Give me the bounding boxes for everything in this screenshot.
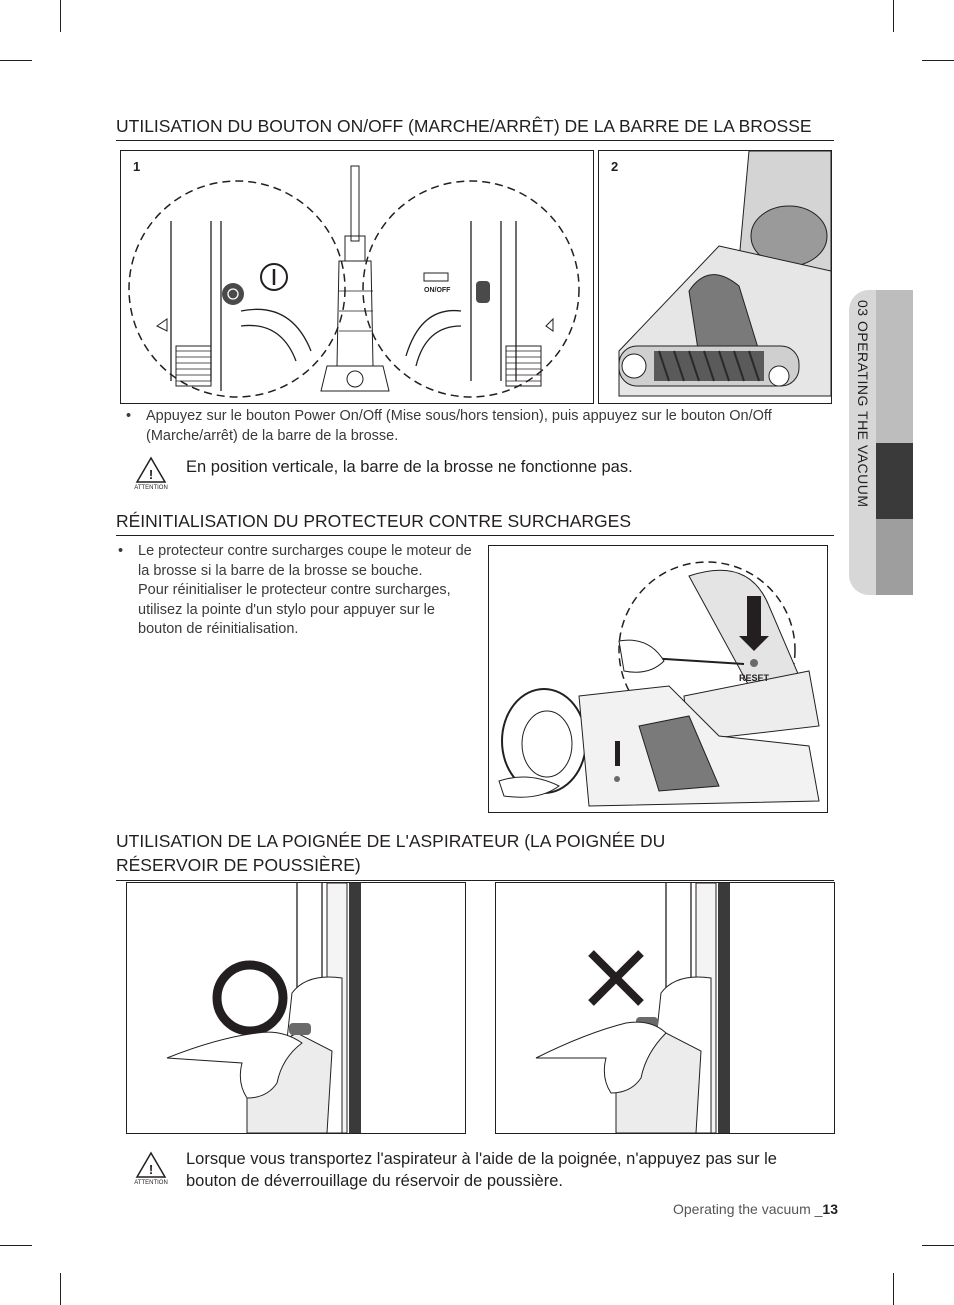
bullet-reset: • Le protecteur contre surcharges coupe … [118, 542, 478, 640]
footer-text: Operating the vacuum _ [673, 1201, 823, 1217]
svg-text:!: ! [149, 467, 153, 482]
handle-correct-illustration [166, 883, 361, 1133]
bullet-text-2: Pour réinitialiser le protecteur contre … [138, 582, 451, 637]
warning-text-onoff: En position verticale, la barre de la br… [186, 458, 633, 476]
reset-illustration: RESET [498, 561, 820, 807]
chapter-tab-label: 03 OPERATING THE VACUUM [855, 300, 871, 508]
figure-onoff-1: 1 ON/OFF [120, 150, 594, 404]
attention-label: ATTENTION [134, 485, 168, 491]
crop-mark [60, 0, 61, 32]
crop-mark [922, 60, 954, 61]
section-title-line2: RÉSERVOIR DE POUSSIÈRE) [116, 855, 361, 875]
reset-label: RESET [739, 673, 770, 683]
section-title-handle: UTILISATION DE LA POIGNÉE DE L'ASPIRATEU… [116, 829, 834, 881]
attention-label: ATTENTION [134, 1180, 168, 1186]
crop-mark [0, 60, 32, 61]
warning-icon: ! ATTENTION [134, 1151, 168, 1186]
crop-mark [893, 0, 894, 32]
brush-bar-illustration [618, 151, 831, 397]
crop-mark [893, 1273, 894, 1305]
crop-mark [60, 1273, 61, 1305]
crop-mark [922, 1245, 954, 1246]
correct-circle-icon [212, 960, 288, 1036]
crop-mark [0, 1245, 32, 1246]
warning-text-handle: Lorsque vous transportez l'aspirateur à … [186, 1150, 777, 1190]
chapter-tab-segment [876, 443, 913, 519]
figure-handle-wrong [495, 882, 835, 1134]
chapter-tab-segment [876, 519, 913, 595]
page-number: 13 [822, 1201, 838, 1217]
bullet-text-1: Le protecteur contre surcharges coupe le… [138, 543, 472, 579]
section-title-reset: RÉINITIALISATION DU PROTECTEUR CONTRE SU… [116, 510, 834, 536]
bullet-dot: • [118, 543, 124, 559]
section-title-line1: UTILISATION DE LA POIGNÉE DE L'ASPIRATEU… [116, 831, 666, 851]
handle-wrong-illustration [535, 883, 730, 1133]
warning-icon: ! ATTENTION [134, 456, 168, 491]
svg-text:!: ! [149, 1162, 153, 1177]
figure-number: 2 [611, 159, 619, 174]
wrong-cross-icon [588, 950, 644, 1006]
bullet-onoff: • Appuyez sur le bouton Power On/Off (Mi… [126, 407, 836, 446]
onoff-label: ON/OFF [424, 287, 451, 294]
figure-number: 1 [133, 159, 141, 174]
chapter-tab-segment [876, 290, 913, 443]
figure-handle-correct [126, 882, 466, 1134]
section-title-onoff: UTILISATION DU BOUTON ON/OFF (MARCHE/ARR… [116, 115, 834, 141]
page-footer: Operating the vacuum _13 [673, 1201, 838, 1217]
figure-onoff-2: 2 [598, 150, 832, 404]
bullet-dot: • [126, 408, 132, 424]
figure-reset: RESET [488, 545, 828, 813]
vacuum-onoff-illustration: ON/OFF [128, 165, 580, 398]
bullet-text: Appuyez sur le bouton Power On/Off (Mise… [146, 408, 772, 444]
